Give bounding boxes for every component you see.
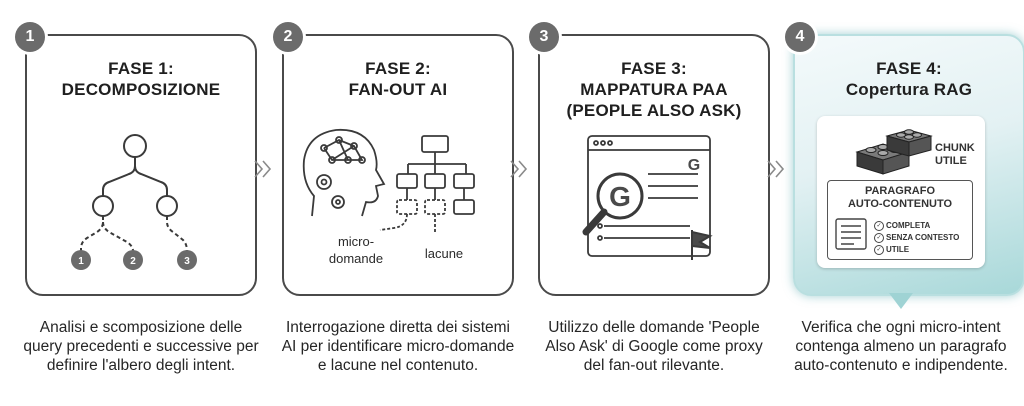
phase-4-pointer [889, 293, 913, 309]
checkmark-icon: ✓ [874, 245, 884, 255]
tree-node-1 [71, 250, 91, 270]
phase-1-badge: 1 [15, 22, 45, 52]
tree-node-3-label: 3 [184, 256, 190, 267]
tree-leaf-nodes: 1 2 3 [71, 250, 197, 270]
phase-3-caption: Utilizzo delle domande 'People Also Ask'… [545, 319, 763, 374]
phase-4-caption: Verifica che ogni micro-intent contenga … [794, 319, 1008, 374]
chunk-label: CHUNK UTILE [935, 142, 975, 167]
check-item-useful: ✓UTILE [874, 245, 909, 255]
check-item-complete: ✓COMPLETA [874, 221, 930, 231]
flowchart-icon: micro- domande lacune [329, 135, 475, 266]
chevron-right-icon [510, 160, 528, 178]
google-g-small-icon: G [688, 157, 700, 174]
phase-2-card: FASE 2: FAN-OUT AI micro- [282, 34, 514, 296]
phase-1-title: FASE 1: DECOMPOSIZIONE [61, 59, 221, 99]
micro-questions-label-line2: domande [329, 251, 383, 266]
check-label-complete: COMPLETA [886, 221, 931, 231]
chevron-right-icon [767, 160, 785, 178]
tree-node-3 [177, 250, 197, 270]
phase-4-card: FASE 4: Copertura RAG CHUNK UTILE PARAGR… [793, 34, 1024, 296]
micro-questions-label-line1: micro- [338, 234, 374, 249]
phase-2-title: FASE 2: FAN-OUT AI [348, 59, 448, 99]
gaps-label: lacune [425, 246, 463, 261]
checkmark-icon: ✓ [874, 233, 884, 243]
tree-node-2-label: 2 [130, 256, 136, 267]
rag-panel: CHUNK UTILE PARAGRAFO AUTO-CONTENUTO ✓CO… [817, 116, 985, 268]
phase-2-badge: 2 [273, 22, 303, 52]
phase-4-badge: 4 [785, 22, 815, 52]
tree-node-2 [123, 250, 143, 270]
paragraph-box: PARAGRAFO AUTO-CONTENUTO ✓COMPLETA ✓SENZ… [827, 180, 973, 260]
check-label-no-context: SENZA CONTESTO [886, 233, 960, 243]
checkmark-icon: ✓ [874, 221, 884, 231]
phase-2-caption: Interrogazione diretta dei sistemi AI pe… [281, 319, 515, 374]
check-item-no-context: ✓SENZA CONTESTO [874, 233, 959, 243]
phase-1-card: FASE 1: DECOMPOSIZIONE 1 2 3 [25, 34, 257, 296]
chevron-right-icon [254, 160, 272, 178]
document-icon [835, 218, 867, 250]
check-label-useful: UTILE [886, 245, 910, 255]
tree-node-1-label: 1 [78, 256, 84, 267]
phase-3-title: FASE 3: MAPPATURA PAA (PEOPLE ALSO ASK) [566, 59, 742, 120]
browser-search-icon: G G [582, 135, 713, 260]
phase-3-badge: 3 [529, 22, 559, 52]
magnifier-icon: G [582, 172, 644, 236]
lego-blocks-icon [855, 129, 933, 175]
flag-icon [691, 230, 713, 260]
google-g-icon: G [609, 181, 631, 212]
tree-diagram-icon [80, 134, 188, 252]
phase-3-card: FASE 3: MAPPATURA PAA (PEOPLE ALSO ASK) … [538, 34, 770, 296]
ai-head-icon [302, 128, 386, 217]
paragraph-title: PARAGRAFO AUTO-CONTENUTO [847, 185, 953, 210]
phase-1-caption: Analisi e scomposizione delle query prec… [23, 319, 259, 374]
phase-4-title: FASE 4: Copertura RAG [845, 59, 973, 99]
